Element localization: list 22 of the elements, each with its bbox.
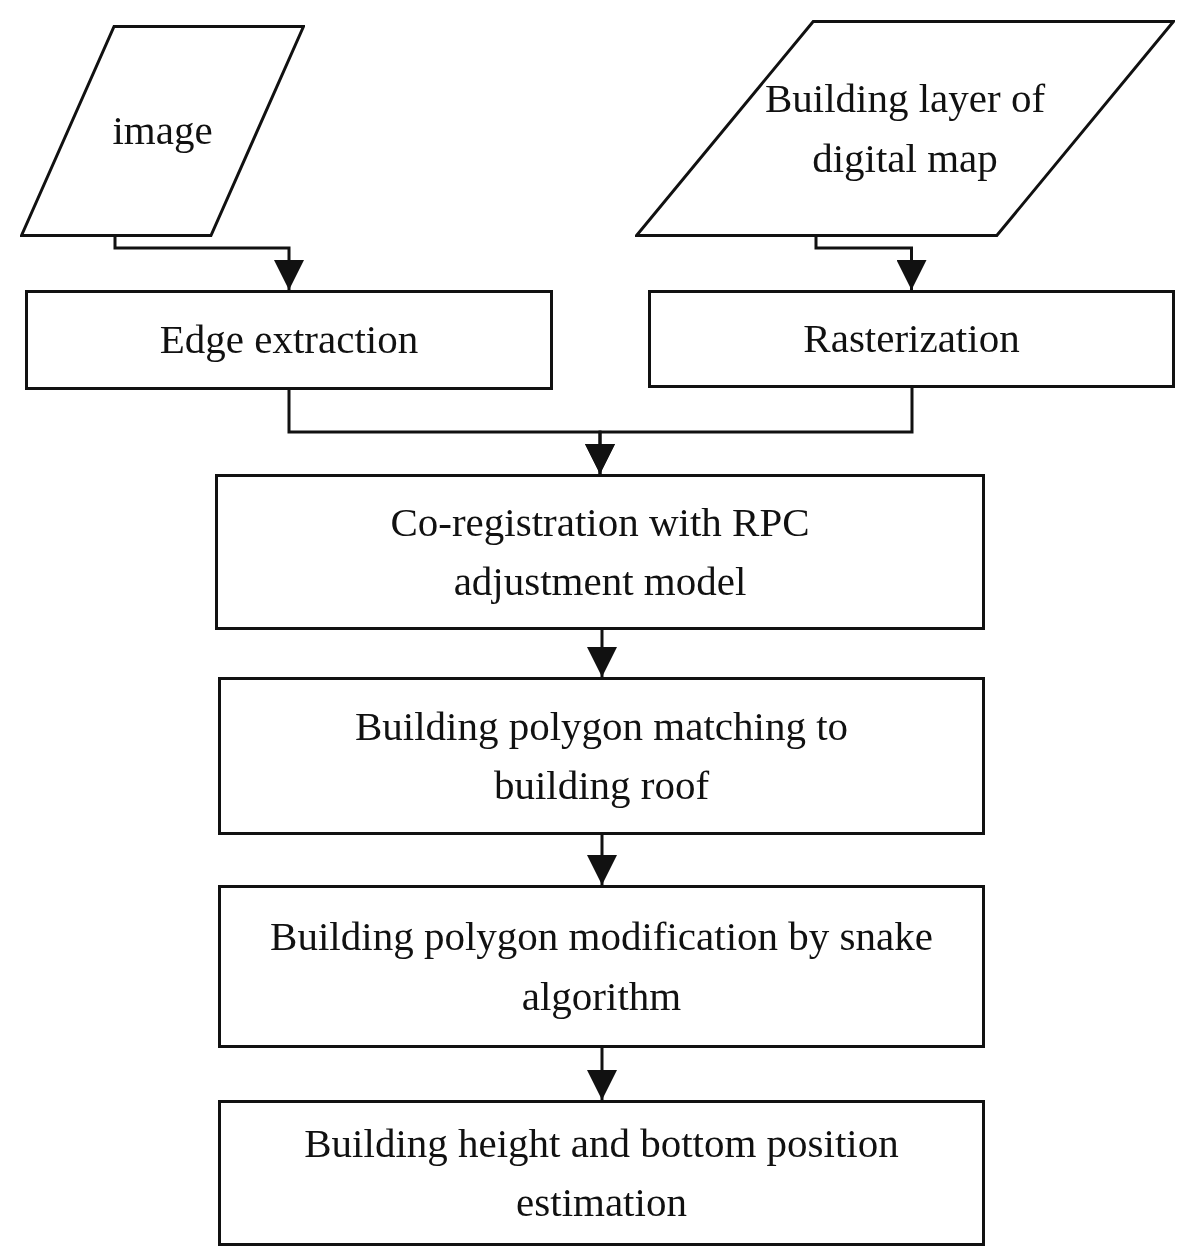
node-label: Building layer of digital map [763,74,1047,183]
data-parallelogram [20,25,305,237]
node-label: Building height and bottom position estimation [303,1118,900,1227]
process-box [218,677,985,835]
arrow [587,1048,617,1100]
node-label: image [111,106,214,156]
arrow [585,388,914,474]
process-box [218,885,985,1048]
arrow [113,237,304,290]
process-box [648,290,1175,388]
node-label: Edge extraction [158,315,420,365]
process-box [215,474,985,630]
process-box [218,1100,985,1246]
node-label: Co-registration with RPC adjustment model [389,497,811,606]
arrow [587,835,617,885]
node-label: Rasterization [802,314,1021,364]
arrow [587,630,617,677]
node-label: Building polygon matching to building roof [353,701,850,810]
data-parallelogram [635,20,1175,237]
process-box [25,290,553,390]
node-label: Building polygon modification by snake algorithm [269,912,934,1021]
arrow [814,237,927,290]
